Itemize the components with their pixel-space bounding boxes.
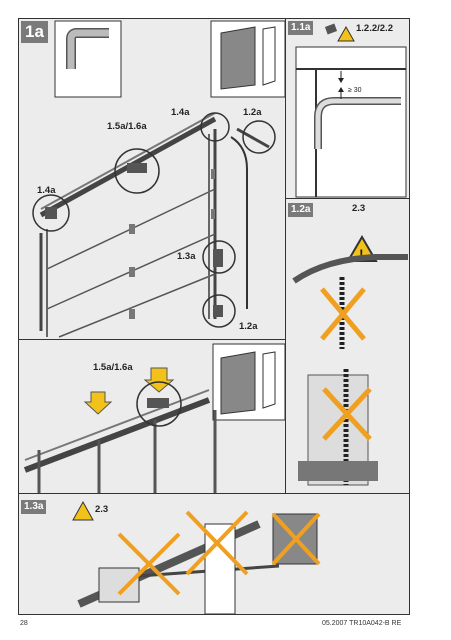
callout-1-4a-left: 1.4a <box>37 185 56 196</box>
warning-icon <box>337 25 355 42</box>
reference-label: 1.2.2/2.2 <box>356 23 393 34</box>
callout-1-5a-1-6a: 1.5a/1.6a <box>93 362 133 373</box>
mechanism-illustration <box>23 343 286 495</box>
tension-warning-illustration <box>72 500 321 615</box>
detail-circle-1-4a-top <box>200 112 230 142</box>
clearance-illustration <box>295 23 407 198</box>
panel-tag: 1a <box>21 21 48 43</box>
arrow-down-icon <box>143 367 175 393</box>
panel-1a: 1a 1.4a 1.2a 1.5a/1.6a 1.4a 1.3a 1.2a <box>18 18 286 340</box>
door-illustration-main <box>32 20 286 338</box>
callout-1-4a-top: 1.4a <box>171 107 190 118</box>
panel-middle: 1.5a/1.6a <box>18 339 286 495</box>
callout-1-5a-1-6a: 1.5a/1.6a <box>107 121 147 132</box>
panel-1-1a: 1.1a 1.2.2/2.2 ≥ 30 <box>285 18 410 199</box>
detail-circle-1-5a-1-6a <box>114 148 160 194</box>
panel-tag: 1.3a <box>21 500 47 514</box>
detail-circle <box>136 381 182 427</box>
page-number: 28 <box>20 620 28 627</box>
panel-1-2a: ! 1.2a 2.3 <box>285 198 410 494</box>
panel-1-3a: 1.3a 2.3 <box>18 493 410 615</box>
reference-label: 2.3 <box>95 504 109 515</box>
detail-circle-1-2a-top <box>242 120 276 154</box>
detail-circle-1-2a-bottom <box>202 294 236 328</box>
curve-warning-illustration: ! <box>292 235 408 486</box>
reference-label: 2.3 <box>352 203 366 214</box>
document-reference: 05.2007 TR10A042-B RE <box>322 620 402 627</box>
detail-circle-1-3a <box>202 240 236 274</box>
callout-1-2a-top: 1.2a <box>243 107 262 118</box>
detail-circle-1-4a-left <box>32 194 70 232</box>
panel-tag: 1.1a <box>288 21 314 35</box>
warning-icon <box>72 500 94 521</box>
dimension-label: ≥ 30 <box>348 87 362 94</box>
panel-tag: 1.2a <box>288 203 314 217</box>
callout-1-2a-bottom: 1.2a <box>239 321 258 332</box>
callout-1-3a: 1.3a <box>177 251 196 262</box>
arrow-down-icon <box>83 391 113 415</box>
svg-text:!: ! <box>359 246 364 262</box>
